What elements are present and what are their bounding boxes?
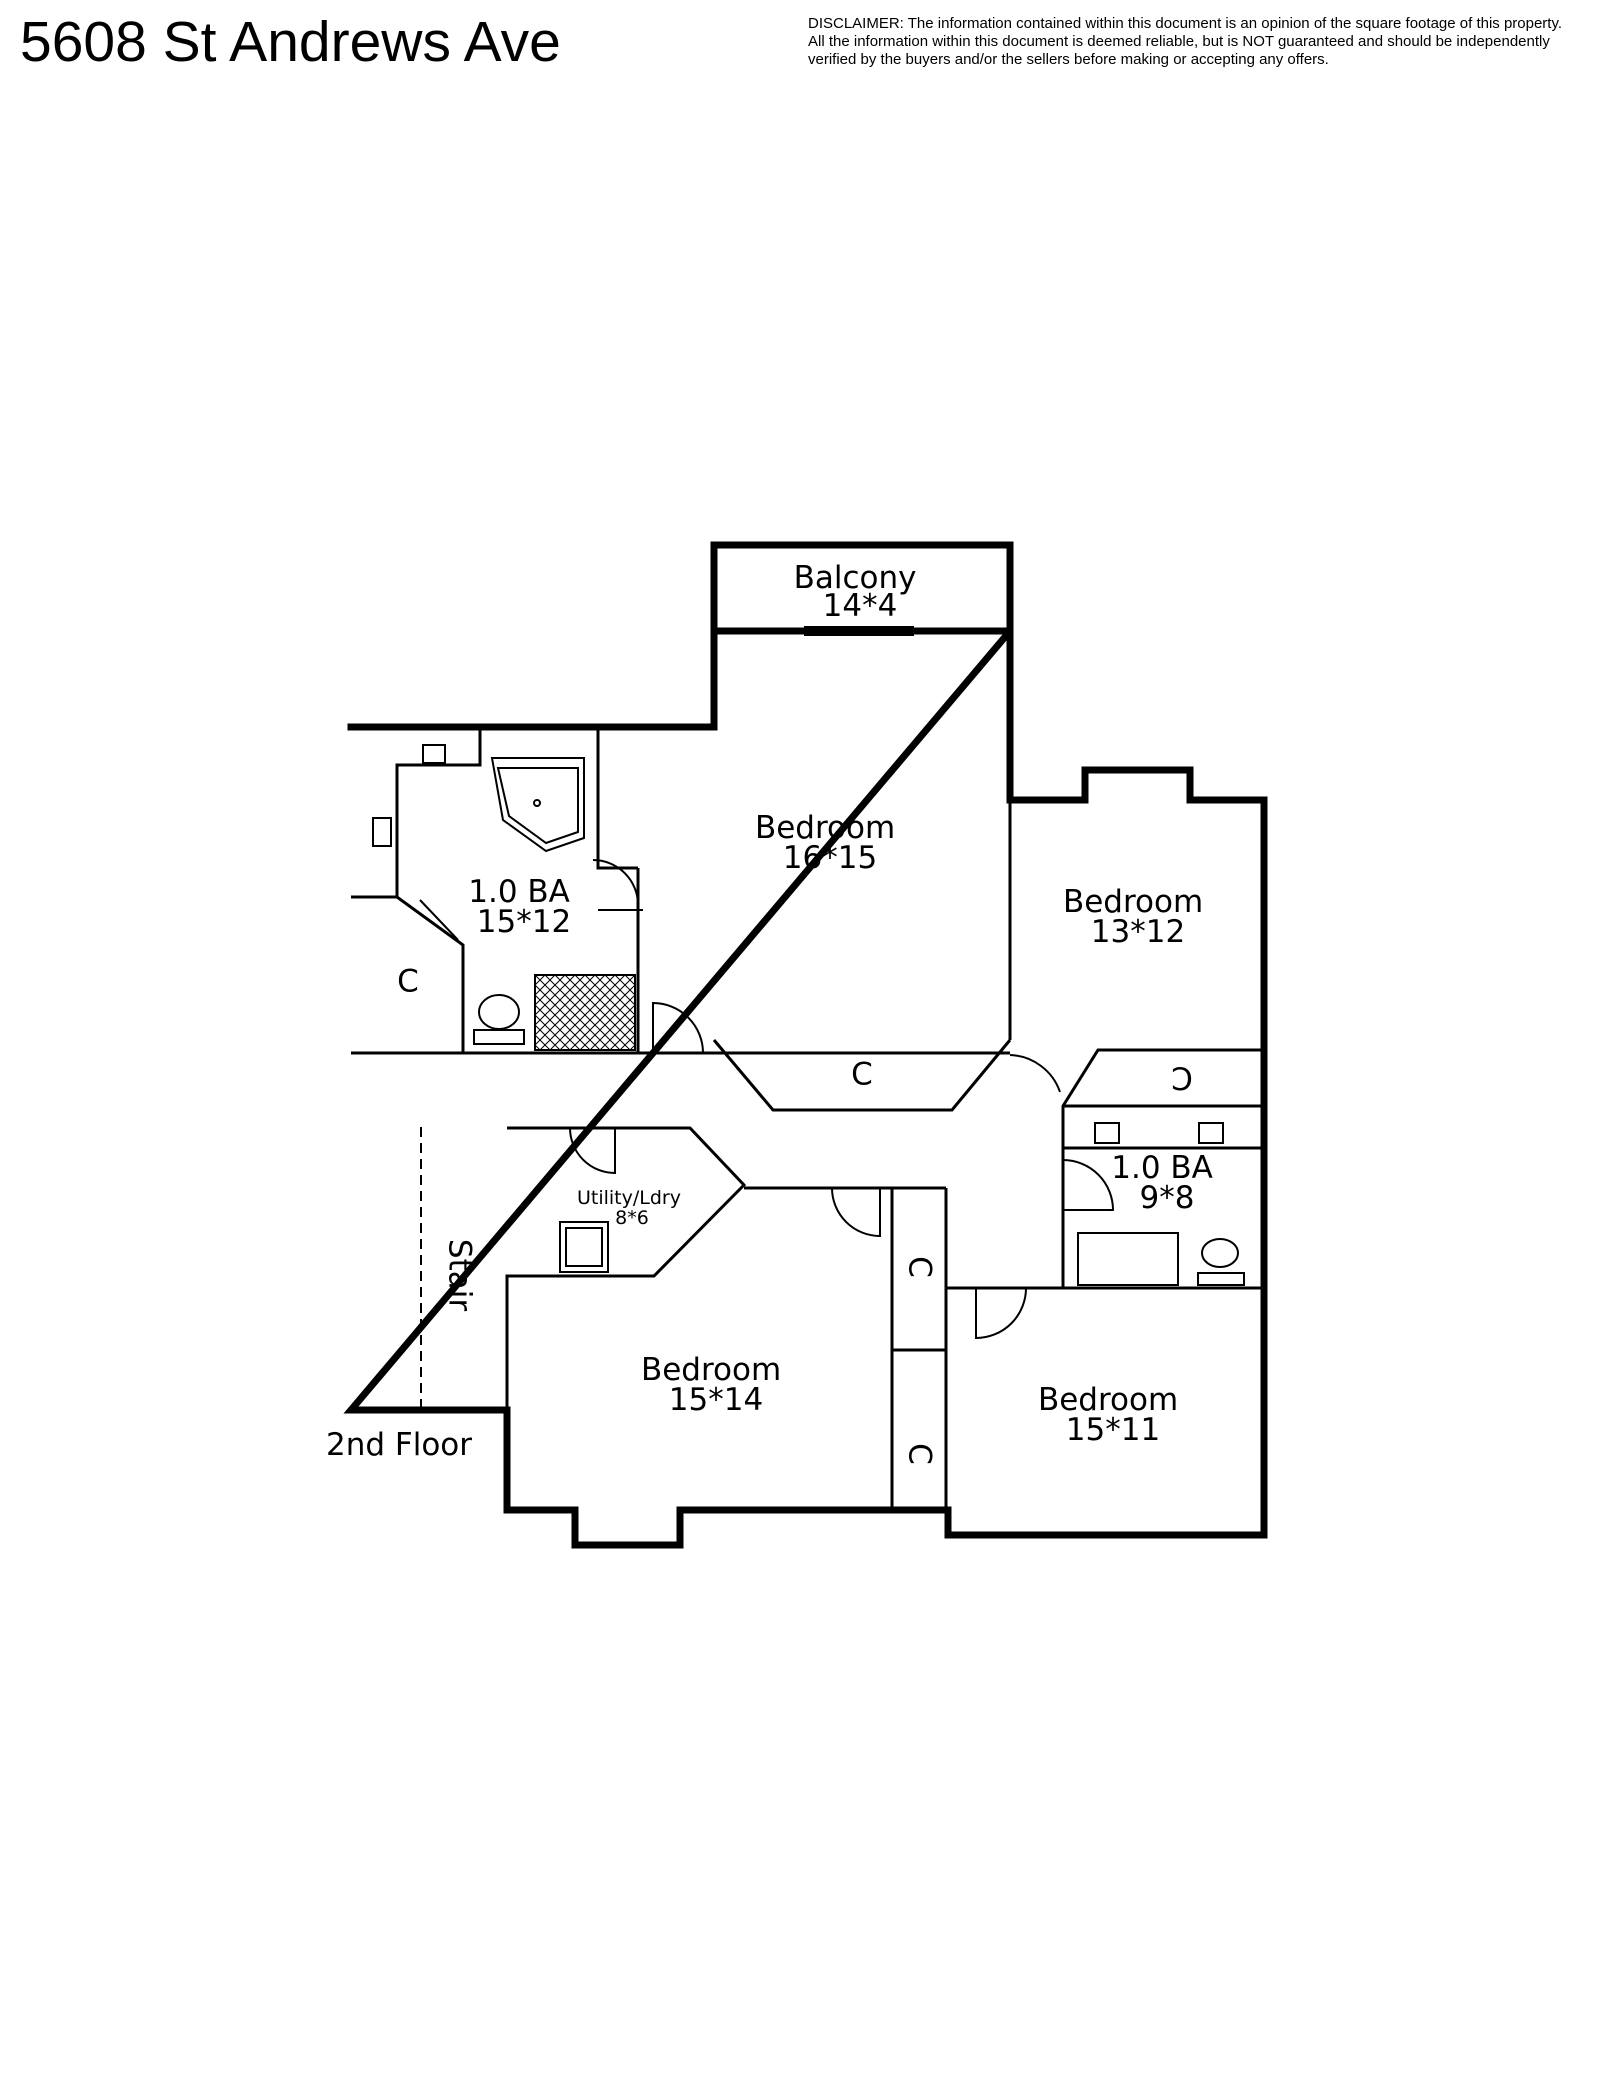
floor-label: 2nd Floor [326,1427,472,1463]
bedroom-southwest-label: Bedroom 15*14 [641,1352,791,1418]
interior-walls [351,728,1264,1510]
disclaimer-line: All the information within this document… [808,33,1550,50]
stair-label: Stair [442,1239,478,1311]
closet-label: C [397,964,419,1000]
closet-label: C [902,1443,938,1465]
disclaimer-line: DISCLAIMER: The information contained wi… [808,15,1563,32]
room-labels: Balcony 14*4 Bedroom 16*15 Bedroom 13*12… [326,560,1223,1465]
balcony-label: Balcony 14*4 [794,560,927,624]
disclaimer-text: DISCLAIMER: The information contained wi… [808,15,1598,69]
master-bedroom-label: Bedroom 16*15 [755,810,905,876]
hall-bath-label: 1.0 BA 9*8 [1111,1150,1223,1216]
closet-label: C [902,1256,938,1278]
bedroom-southeast-label: Bedroom 15*11 [1038,1382,1188,1448]
bedroom-east-label: Bedroom 13*12 [1063,884,1213,950]
master-bath-label: 1.0 BA 15*12 [468,874,580,940]
disclaimer-line: verified by the buyers and/or the seller… [808,51,1329,68]
closet-label: C [1171,1060,1193,1096]
property-address: 5608 St Andrews Ave [20,10,561,74]
utility-label: Utility/Ldry 8*6 [577,1187,687,1229]
closet-label: C [851,1057,873,1093]
doors-and-fixtures [372,626,1245,1340]
